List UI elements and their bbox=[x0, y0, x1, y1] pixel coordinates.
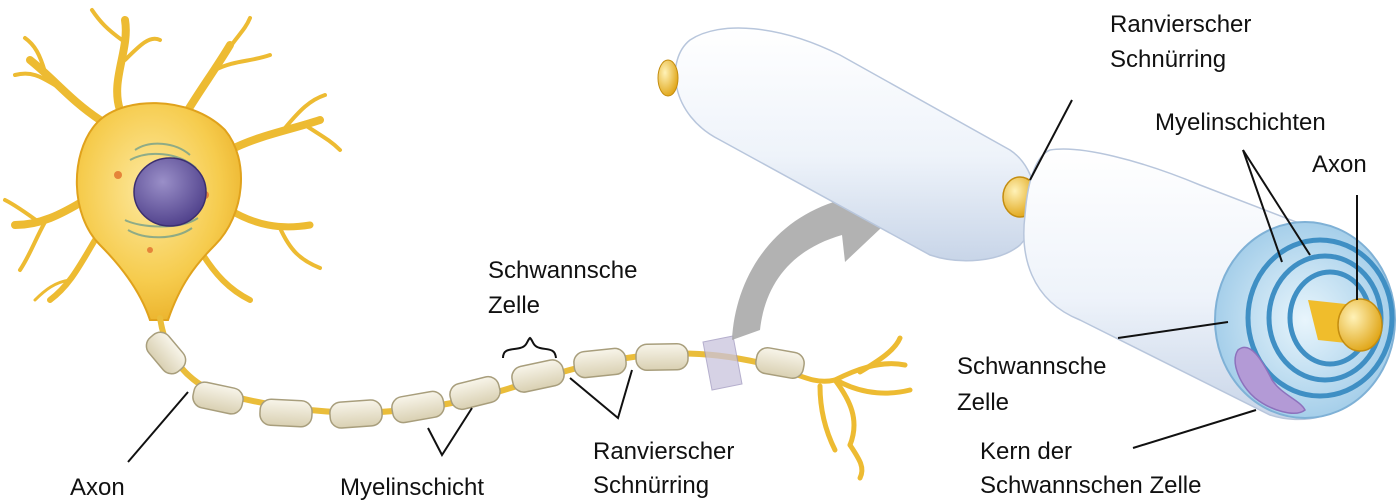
label-myelin-layers: Myelinschichten bbox=[1155, 109, 1326, 136]
schwann-brace bbox=[503, 338, 556, 358]
label-schwann-cell-right-1: Schwannsche bbox=[957, 353, 1106, 380]
section-marker bbox=[703, 336, 742, 390]
label-node-ranvier-right-1: Ranvierscher bbox=[1110, 11, 1251, 38]
label-nucleus-1: Kern der bbox=[980, 438, 1072, 465]
label-myelin-sheath: Myelinschicht bbox=[340, 474, 484, 501]
label-nucleus-2: Schwannschen Zelle bbox=[980, 472, 1201, 499]
label-axon-right: Axon bbox=[1312, 151, 1367, 178]
label-axon-left: Axon bbox=[70, 474, 125, 501]
axon-end-far bbox=[658, 60, 678, 96]
label-schwann-cell-top-2: Zelle bbox=[488, 292, 540, 319]
axon-face bbox=[1338, 299, 1382, 351]
label-node-ranvier-right-2: Schnürring bbox=[1110, 46, 1226, 73]
nucleus bbox=[134, 158, 206, 226]
organelle-dot bbox=[114, 171, 122, 179]
label-schwann-cell-top-1: Schwannsche bbox=[488, 257, 637, 284]
label-schwann-cell-right-2: Zelle bbox=[957, 389, 1009, 416]
label-node-ranvier-bottom-2: Schnürring bbox=[593, 472, 709, 499]
label-node-ranvier-bottom-1: Ranvierscher bbox=[593, 438, 734, 465]
organelle-dot bbox=[147, 247, 153, 253]
